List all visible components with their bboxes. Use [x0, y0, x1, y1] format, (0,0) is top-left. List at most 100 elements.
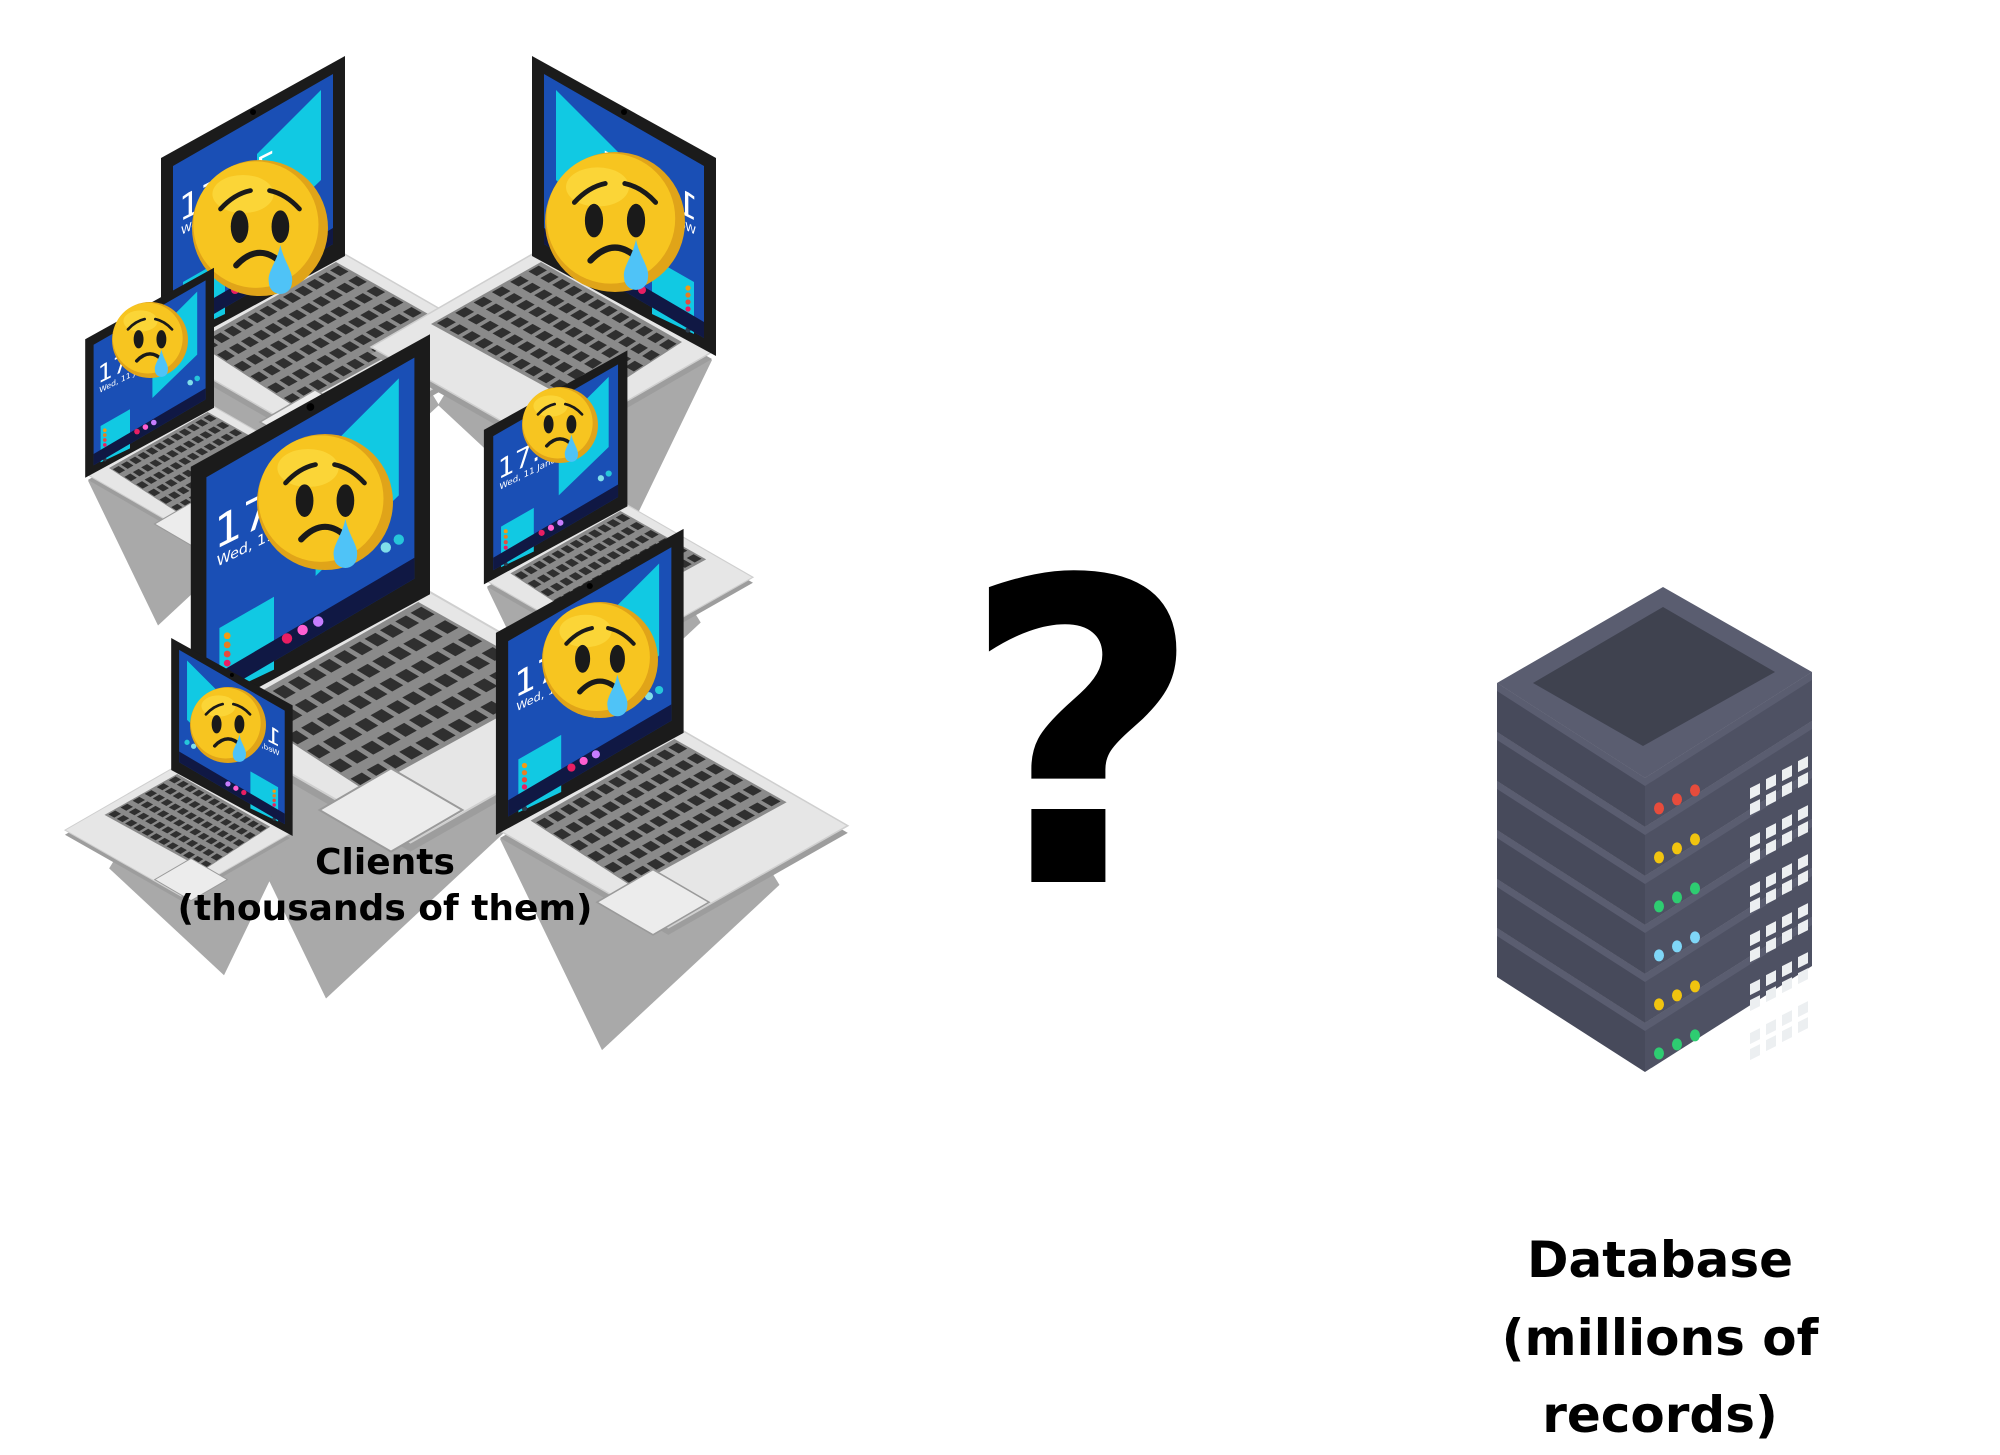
key [247, 312, 266, 324]
port-slot [1750, 897, 1760, 914]
key [441, 696, 466, 711]
taskbar-icon [579, 756, 588, 766]
key [514, 571, 529, 580]
key [348, 695, 372, 710]
key [607, 819, 626, 830]
screen-taskbar [179, 751, 285, 825]
key [457, 633, 483, 648]
key [291, 368, 311, 380]
key [170, 433, 184, 441]
status-led [1654, 802, 1664, 815]
key [384, 296, 404, 308]
key [358, 351, 378, 363]
key [208, 825, 221, 833]
key [342, 299, 361, 311]
key [254, 824, 267, 832]
key [697, 830, 717, 842]
port-slot [1782, 830, 1792, 847]
key [133, 824, 146, 832]
key [360, 740, 385, 755]
key [304, 361, 323, 373]
key [387, 646, 412, 661]
key [267, 382, 286, 394]
key [576, 333, 595, 345]
emoji-brow [267, 188, 302, 212]
port-slot [1782, 814, 1792, 831]
port-slot [1766, 1019, 1776, 1036]
key [321, 372, 340, 384]
key [221, 846, 234, 854]
key [338, 726, 363, 741]
status-led [1654, 900, 1664, 913]
emoji-eye [575, 644, 591, 673]
key [365, 327, 385, 339]
key [625, 360, 644, 372]
key [558, 302, 577, 314]
crying-face-icon [257, 434, 393, 570]
key [455, 307, 475, 318]
status-led [1654, 1047, 1664, 1060]
key [330, 265, 349, 277]
key [644, 530, 659, 539]
key [710, 823, 730, 835]
key [512, 358, 531, 370]
key [574, 553, 589, 562]
key [224, 834, 237, 842]
key [303, 667, 327, 682]
key [724, 774, 744, 786]
key [165, 814, 178, 822]
touchpad [317, 767, 465, 853]
port-slot [1750, 881, 1760, 898]
key [606, 329, 625, 341]
key [464, 709, 489, 724]
key [527, 579, 542, 588]
emoji-eye [609, 644, 625, 673]
key [686, 795, 706, 807]
key [596, 783, 615, 795]
key [294, 285, 313, 297]
key [587, 850, 606, 862]
key [602, 537, 617, 546]
key [259, 305, 278, 317]
port-slot [1798, 870, 1808, 887]
emoji-brow [564, 626, 594, 646]
port-slot [1766, 970, 1776, 987]
key [583, 548, 598, 557]
key [232, 839, 245, 847]
emoji-eye [626, 203, 646, 238]
key [418, 628, 443, 643]
key [353, 334, 373, 346]
key [220, 433, 234, 442]
key [626, 787, 645, 799]
key [217, 349, 235, 361]
key [386, 700, 411, 715]
emoji-brow [571, 181, 608, 205]
key [761, 795, 781, 807]
key [654, 833, 674, 845]
key [196, 805, 209, 813]
key [613, 794, 633, 806]
keyboard-well [195, 262, 446, 407]
key [243, 832, 256, 840]
key [395, 615, 420, 630]
key [487, 344, 506, 356]
list-dot [685, 306, 691, 312]
emoji-brow [153, 317, 174, 331]
key [194, 844, 207, 852]
key [279, 375, 298, 387]
key [465, 655, 491, 670]
port-slot [1782, 879, 1792, 896]
key [149, 833, 163, 841]
key [160, 799, 173, 806]
key [434, 620, 459, 634]
key [599, 843, 618, 855]
port-slot [1798, 1017, 1808, 1034]
key [156, 810, 170, 818]
key [318, 658, 343, 673]
key [164, 479, 178, 487]
key [433, 673, 459, 688]
key [646, 858, 666, 870]
key [376, 731, 401, 746]
server-top-inset [1533, 607, 1775, 746]
key [536, 574, 551, 583]
